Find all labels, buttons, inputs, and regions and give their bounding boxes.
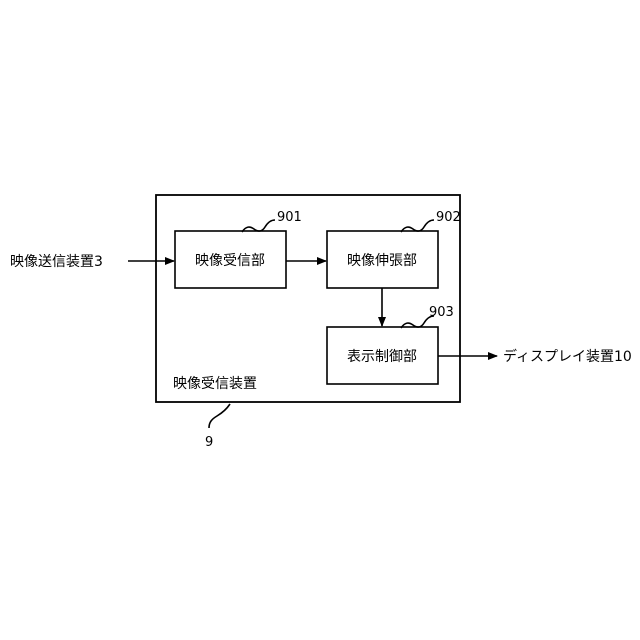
- block-903-ref-number: 903: [429, 305, 454, 320]
- output-target-label: ディスプレイ装置10: [503, 348, 632, 365]
- block-video-decompressor-label: 映像伸張部: [347, 253, 417, 269]
- block-display-controller-label: 表示制御部: [347, 349, 417, 365]
- block-video-receiver-label: 映像受信部: [195, 253, 265, 269]
- device-ref-leader: [209, 404, 230, 428]
- receiver-device-label: 映像受信装置: [173, 376, 257, 392]
- block-901-ref-number: 901: [277, 210, 302, 225]
- input-source-label: 映像送信装置3: [10, 254, 103, 270]
- block-902-ref-number: 902: [436, 210, 461, 225]
- device-ref-number: 9: [205, 435, 213, 450]
